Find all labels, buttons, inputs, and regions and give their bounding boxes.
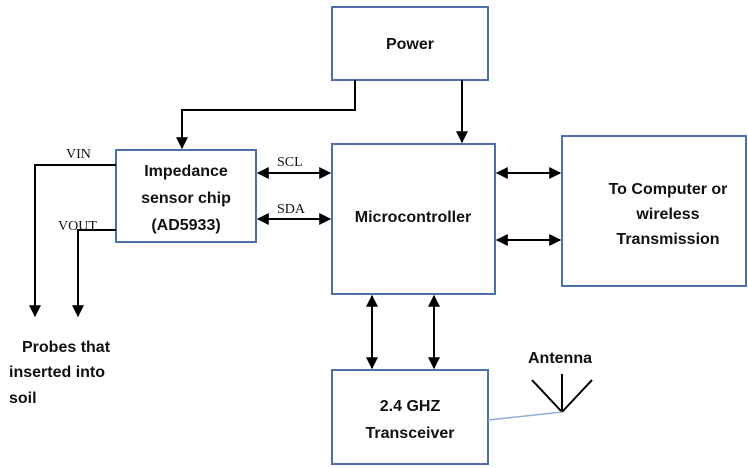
power-label: Power xyxy=(386,36,434,53)
impedance-label-line1: Impedance xyxy=(144,163,228,180)
antenna-wire xyxy=(487,411,563,421)
vin-probe-line xyxy=(29,164,116,318)
sda-label: SDA xyxy=(277,202,306,217)
power-block: Power xyxy=(331,6,489,81)
computer-label-line3: Transmission xyxy=(616,231,719,248)
antenna-icon xyxy=(487,374,593,421)
probes-label-line2: inserted into xyxy=(9,364,105,381)
transceiver-label-line2: Transceiver xyxy=(366,425,455,442)
microcontroller-block: Microcontroller xyxy=(331,143,496,295)
impedance-label-line2: sensor chip xyxy=(141,190,231,207)
scl-label: SCL xyxy=(277,155,303,170)
vin-label: VIN xyxy=(66,147,91,162)
antenna-label: Antenna xyxy=(528,350,592,367)
transceiver-label-line1: 2.4 GHZ xyxy=(380,398,441,415)
computer-label-line1: To Computer or xyxy=(609,181,728,198)
impedance-sensor-block: Impedance sensor chip (AD5933) xyxy=(115,149,257,243)
computer-block: To Computer or wireless Transmission xyxy=(561,135,747,287)
vout-label: VOUT xyxy=(58,219,97,234)
impedance-label-line3: (AD5933) xyxy=(151,217,220,234)
transceiver-block: 2.4 GHZ Transceiver xyxy=(331,369,489,465)
probes-label-line1: Probes that xyxy=(22,339,111,356)
power-to-impedance-arrow xyxy=(176,80,356,150)
vout-probe-line xyxy=(72,229,116,318)
microcontroller-label: Microcontroller xyxy=(355,209,471,226)
computer-label-line2: wireless xyxy=(635,206,699,223)
probes-label-line3: soil xyxy=(9,390,37,407)
